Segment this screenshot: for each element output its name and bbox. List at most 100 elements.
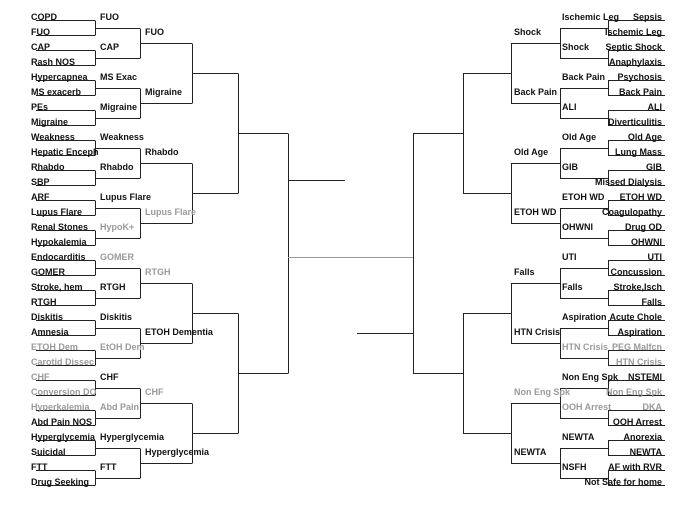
bracket-entry: Coagulopathy [602, 207, 662, 217]
bracket-entry: OOH Arrest [612, 417, 662, 427]
bracket-entry: Stroke,Isch [613, 282, 662, 292]
bracket-entry: NEWTA [562, 432, 595, 442]
bracket-entry: Non Eng Spk [562, 372, 618, 382]
bracket-entry: Hyperglycemia [31, 432, 96, 442]
bracket-entry: ARF [31, 192, 50, 202]
bracket-entry: Abd Pain NOS [31, 417, 93, 427]
bracket-entry: HypoK+ [100, 222, 135, 232]
bracket-entry: Lupus Flare [145, 207, 197, 217]
bracket-entry: CHF [145, 387, 164, 397]
bracket-entry: Sepsis [632, 12, 662, 22]
bracket-entry: NEWTA [514, 447, 547, 457]
bracket-entry: FTT [31, 462, 48, 472]
bracket-entry: Shock [514, 27, 542, 37]
bracket-entry: NSTEMI [627, 372, 662, 382]
bracket-entry: Conversion DO [31, 387, 97, 397]
bracket-entry: Hyperglycemia [145, 447, 210, 457]
bracket-entry: Migraine [145, 87, 183, 97]
bracket-entry: FUO [145, 27, 164, 37]
bracket-entry: Suicidal [31, 447, 66, 457]
bracket-entry: Falls [641, 297, 662, 307]
bracket-entry: Hyperkalemia [31, 402, 90, 412]
bracket-entry: RTGH [145, 267, 171, 277]
bracket-entry: Lupus Flare [100, 192, 152, 202]
bracket-entry: Migraine [31, 117, 69, 127]
bracket-entry: Stroke, hem [31, 282, 83, 292]
bracket-entry: Diverticulitis [607, 117, 662, 127]
bracket-entry: Hyperglycemia [100, 432, 165, 442]
bracket-entry: Renal Stones [31, 222, 89, 232]
bracket-entry: ETOH WD [619, 192, 662, 202]
bracket-entry: Ischemic Leg [604, 27, 662, 37]
bracket-entry: Falls [514, 267, 535, 277]
bracket-entry: OHWNI [631, 237, 662, 247]
bracket-entry: PEG Malfcn [611, 342, 662, 352]
bracket-entry: Carotid Dissec [31, 357, 95, 367]
bracket-entry: Non Eng Spk [514, 387, 570, 397]
bracket-entry: HTN Crisis [615, 357, 662, 367]
bracket-entry: Old Age [627, 132, 662, 142]
bracket-entry: HTN Crisis [562, 342, 609, 352]
bracket-entry: ALI [562, 102, 577, 112]
bracket-entry: COPD [31, 12, 58, 22]
bracket-entry: Rhabdo [100, 162, 134, 172]
bracket-entry: Psychosis [617, 72, 662, 82]
bracket-entry: Drug Seeking [31, 477, 90, 487]
bracket-entry: Rash NOS [31, 57, 76, 67]
bracket-entry: ETOH WD [562, 192, 605, 202]
bracket-entry: RTGH [31, 297, 57, 307]
bracket-entry: DKA [642, 402, 663, 412]
bracket-entry: Back Pain [618, 87, 662, 97]
bracket-entry: SBP [31, 177, 50, 187]
bracket-entry: Lung Mass [614, 147, 662, 157]
bracket-entry: ETOH Dementia [145, 327, 213, 337]
bracket-entry: FUO [100, 12, 119, 22]
bracket-entry: Septic Shock [605, 42, 662, 52]
bracket-entry: ALI [647, 102, 663, 112]
bracket-entry: Acute Chole [609, 312, 662, 322]
bracket-entry: GIB [562, 162, 579, 172]
bracket-entry: Ischemic Leg [562, 12, 620, 22]
bracket-entry: Hypokalemia [31, 237, 87, 247]
bracket-entry: OOH Arrest [562, 402, 612, 412]
bracket-entry: MS exacerb [31, 87, 82, 97]
bracket-entry: Endocarditis [31, 252, 86, 262]
bracket-entry: MS Exac [100, 72, 138, 82]
bracket-entry: UTI [647, 252, 663, 262]
bracket-entry: GIB [645, 162, 662, 172]
bracket-entry: Aspiration [617, 327, 662, 337]
bracket-entry: Shock [562, 42, 590, 52]
bracket-entry: NSFH [562, 462, 587, 472]
bracket-entry: Rhabdo [31, 162, 65, 172]
bracket-entry: Hypercapnea [31, 72, 88, 82]
bracket-entry: Diskitis [31, 312, 64, 322]
bracket-entry: Back Pain [514, 87, 558, 97]
bracket-entry: EtOH Dem [100, 342, 145, 352]
bracket-entry: Missed Dialysis [594, 177, 662, 187]
bracket-entry: Falls [562, 282, 583, 292]
bracket-entry: Aspiration [562, 312, 607, 322]
bracket-entry: HTN Crisis [514, 327, 561, 337]
bracket-entry: CAP [31, 42, 51, 52]
bracket-entry: Lupus Flare [31, 207, 83, 217]
bracket-entry: FUO [31, 27, 50, 37]
bracket-entry: Weakness [31, 132, 75, 142]
bracket-entry: ETOH WD [514, 207, 557, 217]
bracket-entry: ETOH Dem [31, 342, 78, 352]
bracket-entry: Not Safe for home [584, 477, 662, 487]
bracket-entry: AF with RVR [608, 462, 662, 472]
bracket-entry: NEWTA [629, 447, 662, 457]
bracket-entry: CAP [100, 42, 120, 52]
bracket-entry: Amnesia [31, 327, 69, 337]
bracket-entry: FTT [100, 462, 117, 472]
bracket-entry: Migraine [100, 102, 138, 112]
bracket-entry: Drug OD [625, 222, 662, 232]
bracket-entry: Rhabdo [145, 147, 179, 157]
bracket-entry: GOMER [31, 267, 66, 277]
bracket-entry: OHWNI [562, 222, 593, 232]
bracket-entry: CHF [100, 372, 119, 382]
bracket-entry: Diskitis [100, 312, 133, 322]
bracket-entry: Back Pain [562, 72, 606, 82]
